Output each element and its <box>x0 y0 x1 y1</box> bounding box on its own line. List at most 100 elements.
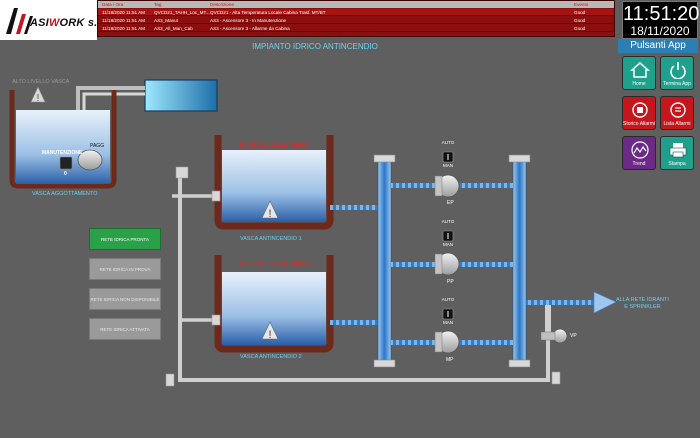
tank-1-alarm-text: BASSO LIVELLO VASCA <box>240 143 311 149</box>
warning-icon <box>261 321 279 340</box>
alarm-history-button[interactable]: Storico Allarmi <box>622 96 656 130</box>
alarm-row[interactable]: 11/18/2020 11:51 AM AS3_Manut AS3 - Asce… <box>98 17 614 24</box>
sump-pump <box>77 149 103 171</box>
company-logo: ASIWORK s.r.l. <box>0 0 111 40</box>
alarm-datetime: 11/18/2020 11:51 AM <box>102 10 145 15</box>
return-pipe <box>178 172 550 382</box>
print-label: Stampa <box>668 161 686 167</box>
fire-tank-1 <box>214 135 334 230</box>
home-button[interactable]: Home <box>622 56 656 90</box>
status-network-unavailable[interactable]: RETE IDRICA NON DISPONIBILE <box>89 288 161 310</box>
suction-pipe <box>330 320 380 325</box>
sump-tank-label: VASCA AGGOTTAMENTO <box>32 191 98 197</box>
terminate-app-label: Termina App <box>663 81 691 87</box>
tank-1-label: VASCA ANTINCENDIO 1 <box>240 236 302 242</box>
valve-vp-label: VP <box>570 333 577 339</box>
alarm-tag: AS3_All_Man_Cab <box>154 26 193 31</box>
manifold-cap <box>373 154 396 163</box>
high-level-label: ALTO LIVELLO VASCA <box>12 79 70 85</box>
alarm-row[interactable]: 11/18/2020 11:51 AM AS3_All_Man_Cab AS3 … <box>98 25 614 32</box>
tank-2-label: VASCA ANTINCENDIO 2 <box>240 354 302 360</box>
alarm-datetime: 11/18/2020 11:51 AM <box>102 18 145 23</box>
suction-manifold <box>377 159 392 366</box>
home-button-label: Home <box>632 81 646 87</box>
pump-ep-label: EP <box>447 200 454 206</box>
warning-icon <box>261 200 279 219</box>
home-icon <box>630 62 650 78</box>
overhead-tank <box>144 79 218 112</box>
pump-mp-label: MP <box>446 357 454 363</box>
alarm-tag: QVCD21_TAHH_Loc_MT... <box>154 10 210 15</box>
valve-vp-body <box>540 331 556 341</box>
alarm-col-datetime: Data / Ora <box>102 2 124 7</box>
pump-ep[interactable] <box>434 174 460 198</box>
clock: 11:51:20 18/11/2020 <box>622 1 700 39</box>
svg-text:!: ! <box>268 329 271 341</box>
bypass-pipe <box>545 305 551 335</box>
sump-tank <box>9 90 117 189</box>
sump-water <box>16 110 110 184</box>
pump-pp[interactable] <box>434 252 460 276</box>
outlet-arrow-icon <box>593 291 617 314</box>
alarm-datetime: 11/18/2020 11:51 AM <box>102 26 145 31</box>
warning-icon <box>30 86 46 103</box>
svg-text:!: ! <box>37 93 40 104</box>
tank-2-alarm-text: BASSO LIVELLO VASCA <box>240 262 311 268</box>
alarm-history-label: Storico Allarmi <box>623 121 655 127</box>
man-label-ep: MAN <box>443 163 453 168</box>
maintenance-switch-icon[interactable] <box>59 156 73 170</box>
pipe-flange <box>211 314 221 326</box>
alarm-banner[interactable]: Data / Ora Tag Descrizione Evento 11/18/… <box>97 0 615 37</box>
suction-pipe <box>330 205 380 210</box>
logo-mark-icon <box>6 8 33 34</box>
buttons-panel-title: Pulsanti App <box>618 39 698 53</box>
trend-icon <box>631 141 649 159</box>
manifold-cap <box>373 359 396 368</box>
outlet-label: ALLA RETE IDRANTI E SPRINKLER <box>616 297 669 310</box>
alarm-col-event: Evento <box>574 2 589 7</box>
manifold-cap <box>508 359 531 368</box>
alarm-event: Good <box>574 26 586 31</box>
alarm-row[interactable]: 11/18/2020 11:51 AM QVCD21_TAHH_Loc_MT..… <box>98 9 614 16</box>
alarm-list-button[interactable]: Lista Allarmi <box>660 96 694 130</box>
trend-label: Trend <box>632 161 646 167</box>
power-icon <box>670 62 686 79</box>
pipe-flange <box>175 166 189 179</box>
pump-pp-label: PP <box>447 279 454 285</box>
man-label-pp: MAN <box>443 242 453 247</box>
auto-label-ep: AUTO <box>441 140 455 145</box>
svg-text:!: ! <box>268 208 271 220</box>
sump-pump-label: PAGG <box>90 143 105 149</box>
terminate-app-button[interactable]: Termina App <box>660 56 694 90</box>
clock-time: 11:51:20 <box>623 3 700 25</box>
alarm-col-description: Descrizione <box>210 2 234 7</box>
trend-button[interactable]: Trend <box>622 136 656 170</box>
printer-icon <box>669 143 687 158</box>
pump-mp[interactable] <box>434 330 460 354</box>
alarm-header-row: Data / Ora Tag Descrizione Evento <box>98 1 614 8</box>
alarm-list-label: Lista Allarmi <box>663 121 691 127</box>
auto-label-pp: AUTO <box>441 219 455 224</box>
page-title: IMPIANTO IDRICO ANTINCENDIO <box>252 42 378 51</box>
status-network-ready[interactable]: RETE IDRICA PRONTA <box>89 228 161 250</box>
pipe-flange <box>165 373 175 387</box>
status-network-activated[interactable]: RETE IDRICA ATTIVATA <box>89 318 161 340</box>
manifold-cap <box>508 154 531 163</box>
alarm-tag: AS3_Manut <box>154 18 179 23</box>
alarm-event: Good <box>574 10 586 15</box>
pipe-flange <box>211 190 221 202</box>
print-button[interactable]: Stampa <box>660 136 694 170</box>
maintenance-value: 0 <box>64 171 67 177</box>
alarm-list-icon <box>670 102 686 118</box>
alarm-description: AS3 - Ascensore 3 - Allarme da Cabina <box>210 26 290 31</box>
man-label-mp: MAN <box>443 320 453 325</box>
outlet-pipe <box>526 300 596 305</box>
status-network-testing[interactable]: RETE IDRICA IN PROVA <box>89 258 161 280</box>
alarm-description: AS3 - Ascensore 3 - In Manutenzione <box>210 18 287 23</box>
alarm-event: Good <box>574 18 586 23</box>
auto-label-mp: AUTO <box>441 297 455 302</box>
alarm-description: QVCD21 - Alta Temperatura Locale Cabina … <box>210 10 326 15</box>
maintenance-label: MANUTENZIONE <box>42 150 83 156</box>
delivery-manifold <box>512 159 527 366</box>
